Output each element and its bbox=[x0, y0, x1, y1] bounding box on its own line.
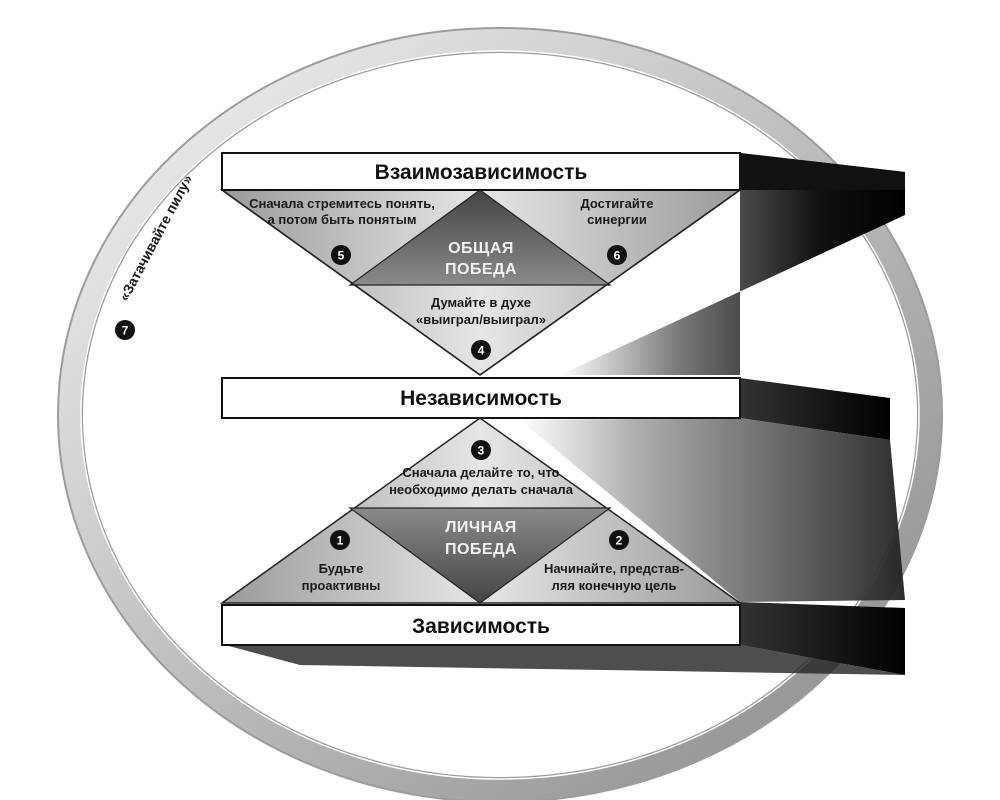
svg-text:ОБЩАЯ: ОБЩАЯ bbox=[448, 240, 514, 257]
svg-text:Сначала делайте то, что: Сначала делайте то, что bbox=[402, 465, 559, 480]
svg-text:ПОБЕДА: ПОБЕДА bbox=[445, 261, 517, 278]
svg-text:Думайте в духе: Думайте в духе bbox=[431, 295, 531, 310]
habit-4-badge bbox=[471, 340, 491, 360]
svg-text:ПОБЕДА: ПОБЕДА bbox=[445, 541, 517, 558]
svg-text:а потом быть понятым: а потом быть понятым bbox=[268, 212, 417, 227]
svg-text:7: 7 bbox=[122, 324, 129, 338]
habit-7-badge bbox=[115, 320, 135, 340]
habit-5: Сначала стремитесь понять, а потом быть … bbox=[249, 196, 435, 265]
habit-1: 1 Будьте проактивны bbox=[302, 530, 381, 593]
habit-5-badge bbox=[331, 245, 351, 265]
svg-text:необходимо делать сначала: необходимо делать сначала bbox=[389, 482, 574, 497]
public-victory-label: ОБЩАЯ ПОБЕДА bbox=[445, 240, 517, 278]
svg-text:5: 5 bbox=[338, 249, 345, 263]
habit-6-badge bbox=[607, 245, 627, 265]
dependence-label: Зависимость bbox=[412, 615, 550, 638]
svg-text:2: 2 bbox=[616, 534, 623, 548]
public-victory-zone bbox=[219, 189, 743, 376]
interdependence-bar: Взаимозависимость bbox=[221, 152, 741, 191]
interdependence-label: Взаимозависимость bbox=[375, 161, 588, 184]
private-victory-label: ЛИЧНАЯ ПОБЕДА bbox=[445, 519, 517, 558]
habit-6: Достигайте синергии 6 bbox=[580, 196, 654, 265]
habit-4: Думайте в духе «выиграл/выиграл» 4 bbox=[416, 295, 546, 360]
svg-text:«выиграл/выиграл»: «выиграл/выиграл» bbox=[416, 312, 546, 327]
svg-text:ляя конечную цель: ляя конечную цель bbox=[552, 578, 677, 593]
habit-1-badge bbox=[330, 530, 350, 550]
habit-2-badge bbox=[609, 530, 629, 550]
habit-3: 3 Сначала делайте то, что необходимо дел… bbox=[389, 440, 574, 497]
svg-text:1: 1 bbox=[337, 534, 344, 548]
ribbon-bottom bbox=[225, 602, 905, 675]
svg-text:ЛИЧНАЯ: ЛИЧНАЯ bbox=[445, 519, 517, 536]
ribbon-top bbox=[560, 153, 905, 375]
svg-text:Сначала стремитесь понять,: Сначала стремитесь понять, bbox=[249, 196, 435, 211]
dependence-bar: Зависимость bbox=[221, 604, 741, 646]
habit-3-badge bbox=[471, 440, 491, 460]
svg-text:4: 4 bbox=[478, 344, 485, 358]
habit-2: 2 Начинайте, представ- ляя конечную цель bbox=[544, 530, 684, 593]
renewal-ring bbox=[57, 27, 943, 800]
svg-text:6: 6 bbox=[614, 249, 621, 263]
independence-label: Независимость bbox=[400, 387, 562, 410]
svg-text:Начинайте, представ-: Начинайте, представ- bbox=[544, 561, 684, 576]
svg-text:Достигайте: Достигайте bbox=[580, 196, 653, 211]
svg-text:синергии: синергии bbox=[587, 212, 647, 227]
private-victory-zone bbox=[219, 417, 743, 604]
ribbon-middle bbox=[520, 378, 905, 602]
svg-text:проактивны: проактивны bbox=[302, 578, 381, 593]
independence-bar: Независимость bbox=[221, 377, 741, 419]
svg-text:Будьте: Будьте bbox=[319, 561, 364, 576]
svg-text:3: 3 bbox=[478, 444, 485, 458]
